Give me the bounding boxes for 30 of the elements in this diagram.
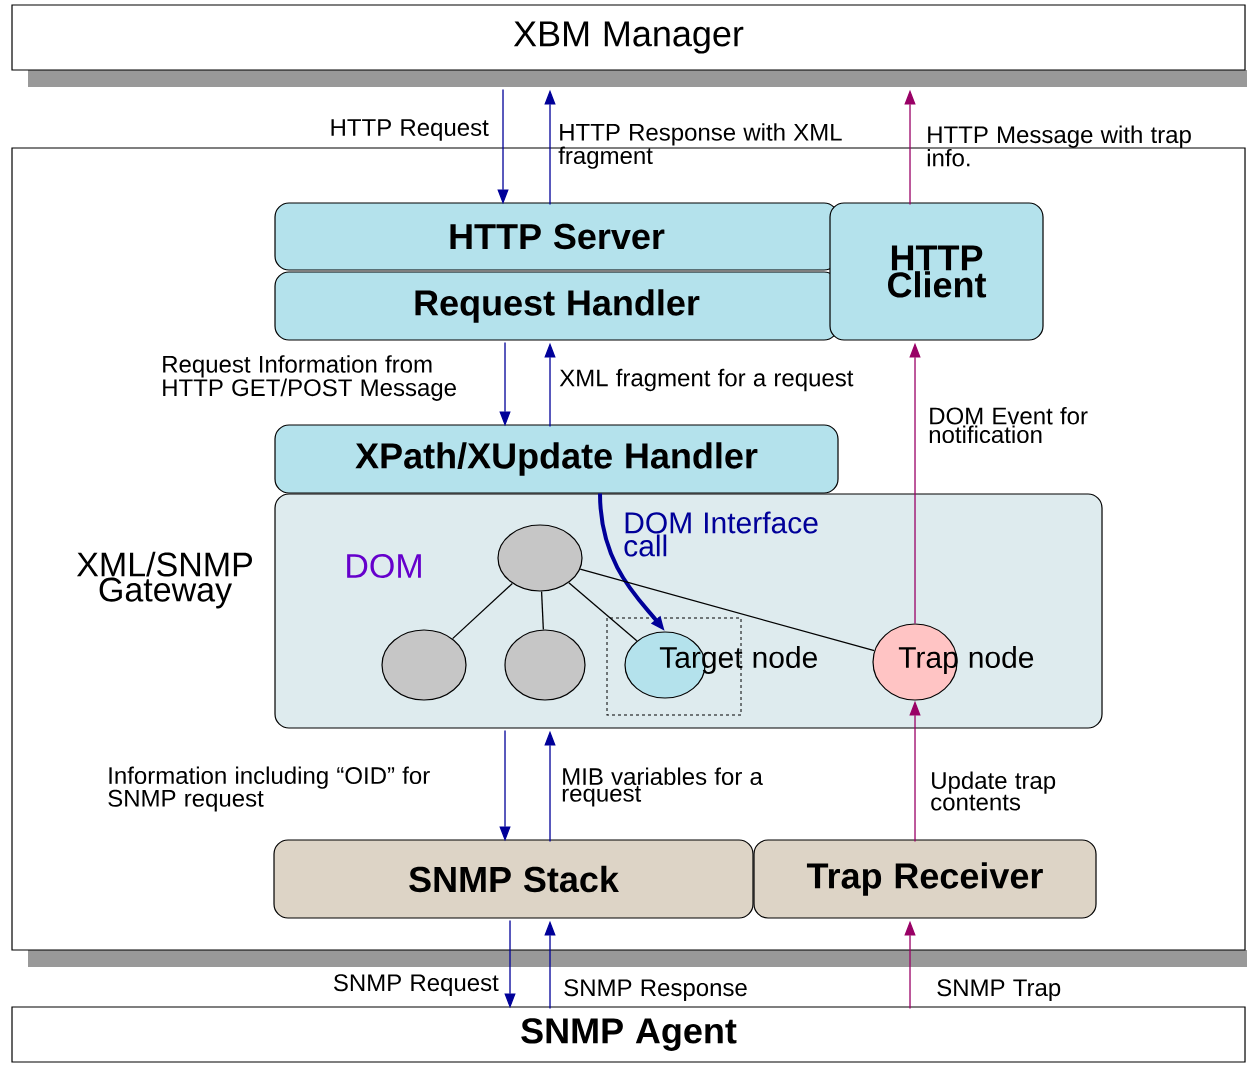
- edge-label: HTTP Response with XML fragment: [558, 123, 842, 169]
- manager-box: XBM Manager: [11, 4, 1246, 71]
- edge-label: SNMP Trap: [937, 979, 1061, 1001]
- connector-line: [579, 568, 875, 652]
- edge-label: SNMP Request: [333, 974, 499, 996]
- client-box: HTTP Client: [829, 202, 1044, 341]
- edge-label: SNMP Response: [564, 979, 747, 1001]
- edge-label: HTTP Message with trap info.: [927, 125, 1191, 167]
- edge-label: XML fragment for a request: [559, 368, 854, 392]
- connector-line: [451, 582, 513, 640]
- edge-label: DOM Event for notification: [929, 406, 1088, 444]
- dom-label: DOM: [347, 553, 421, 579]
- server-box: HTTP Server: [274, 202, 839, 271]
- handler-box: XPath/XUpdate Handler: [274, 424, 839, 494]
- edge-label: MIB variables for a request: [562, 767, 763, 807]
- edge-label: Update trap contents: [931, 771, 1056, 811]
- edge-label: Request Information from HTTP GET/POST Message: [163, 355, 456, 401]
- tree-node: [381, 629, 467, 701]
- tree-node: [504, 629, 586, 701]
- edge-label: Information including “OID” for SNMP request: [108, 766, 430, 812]
- edge-label: DOM Interface call: [624, 511, 818, 557]
- tree-node: [497, 524, 583, 592]
- gateway-label: XML/SNMP Gateway: [77, 551, 252, 609]
- connector-line: [568, 582, 638, 642]
- receiver-box: Trap Receiver: [753, 839, 1097, 919]
- edge-label: HTTP Request: [331, 119, 489, 141]
- connector-line: [540, 590, 544, 631]
- handler-box: Request Handler: [274, 271, 839, 341]
- agent-box: SNMP Agent: [11, 1006, 1246, 1063]
- stack-box: SNMP Stack: [273, 839, 754, 919]
